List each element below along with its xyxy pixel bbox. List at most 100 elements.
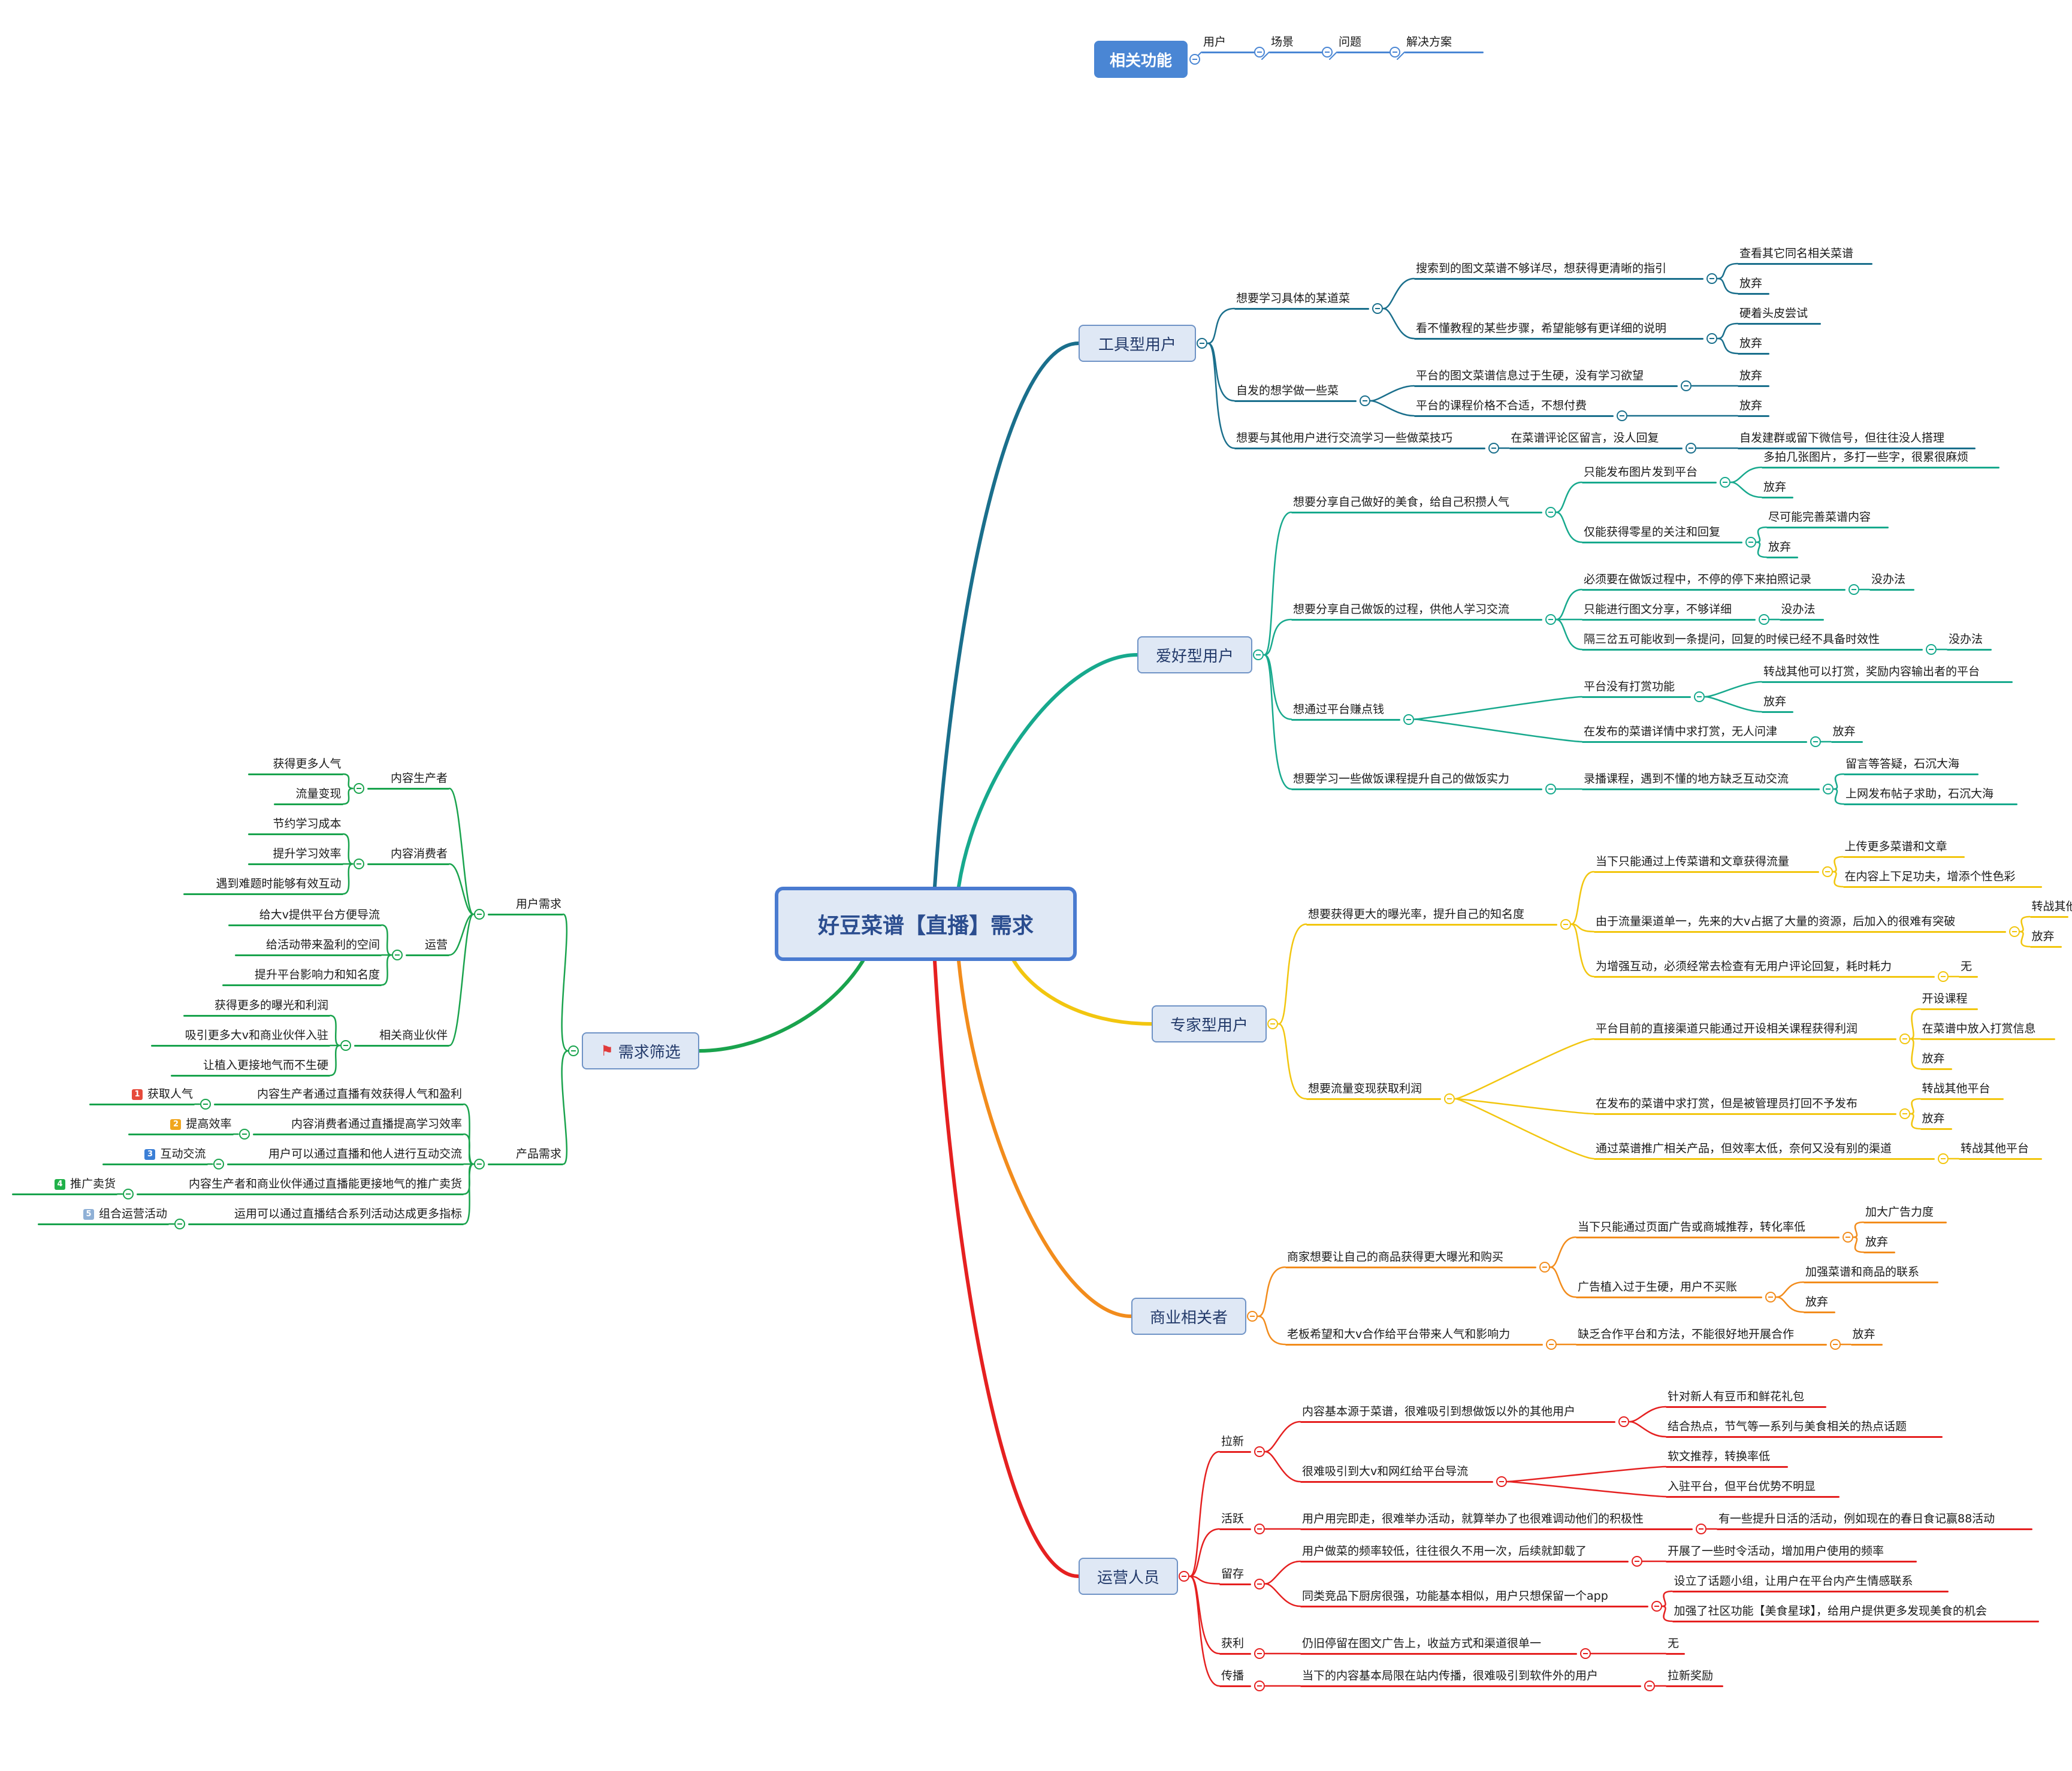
filter-leaf-node[interactable]: 吸引更多大v和商业伙伴入驻: [183, 1030, 330, 1041]
filter-level2-node[interactable]: 运营: [423, 939, 449, 951]
leaf-node[interactable]: 转战其他平台: [1920, 1083, 1992, 1095]
level1-node[interactable]: 自发的想学做一些菜: [1234, 385, 1340, 397]
level2-node[interactable]: 只能进行图文分享，不够详细: [1582, 604, 1733, 615]
related-item[interactable]: 用户: [1201, 37, 1228, 48]
collapse-toggle-icon[interactable]: [1403, 714, 1414, 725]
level2-node[interactable]: 平台的课程价格不合适，不想付费: [1414, 400, 1588, 412]
branch-tool-users[interactable]: 工具型用户: [1079, 325, 1196, 362]
leaf-node[interactable]: 查看其它同名相关菜谱: [1738, 248, 1855, 259]
leaf-node[interactable]: 设立了话题小组，让用户在平台内产生情感联系: [1672, 1576, 1915, 1587]
collapse-toggle-icon[interactable]: [1254, 1446, 1265, 1457]
collapse-toggle-icon[interactable]: [1247, 1311, 1258, 1322]
collapse-toggle-icon[interactable]: [1254, 1578, 1265, 1589]
level2-node[interactable]: 仍旧停留在图文广告上，收益方式和渠道很单一: [1300, 1638, 1543, 1649]
leaf-node[interactable]: 加强菜谱和商品的联系: [1804, 1267, 1921, 1278]
collapse-toggle-icon[interactable]: [1829, 1339, 1841, 1350]
leaf-node[interactable]: 拉新奖励: [1666, 1670, 1715, 1682]
leaf-node[interactable]: 没办法: [1947, 634, 1985, 645]
level2-node[interactable]: 平台没有打赏功能: [1582, 681, 1677, 693]
leaf-node[interactable]: 放弃: [1738, 400, 1764, 412]
collapse-toggle-icon[interactable]: [1322, 47, 1333, 58]
level2-node[interactable]: 缺乏合作平台和方法，不能很好地开展合作: [1576, 1329, 1796, 1340]
level1-node[interactable]: 商家想要让自己的商品获得更大曝光和购买: [1285, 1252, 1505, 1263]
leaf-node[interactable]: 留言等答疑，石沉大海: [1844, 758, 1961, 770]
level2-node[interactable]: 当下的内容基本局限在站内传播，很难吸引到软件外的用户: [1300, 1670, 1600, 1682]
leaf-node[interactable]: 放弃: [1738, 278, 1764, 289]
level1-node[interactable]: 想要学习具体的某道菜: [1234, 293, 1352, 304]
collapse-toggle-icon[interactable]: [1496, 1476, 1507, 1487]
collapse-toggle-icon[interactable]: [1899, 1033, 1910, 1044]
leaf-node[interactable]: 放弃: [1738, 370, 1764, 382]
leaf-node[interactable]: 无: [1666, 1638, 1681, 1649]
collapse-toggle-icon[interactable]: [1618, 1416, 1629, 1427]
collapse-toggle-icon[interactable]: [1179, 1571, 1189, 1582]
branch-hobby-users[interactable]: 爱好型用户: [1137, 636, 1252, 673]
leaf-node[interactable]: 针对新人有豆币和鲜花礼包: [1666, 1391, 1806, 1403]
collapse-toggle-icon[interactable]: [1926, 644, 1937, 655]
collapse-toggle-icon[interactable]: [1539, 1262, 1550, 1273]
branch-business[interactable]: 商业相关者: [1131, 1298, 1246, 1335]
leaf-node[interactable]: 尽可能完善菜谱内容: [1766, 512, 1872, 523]
level2-node[interactable]: 只能发布图片发到平台: [1582, 467, 1699, 478]
filter-leaf-node[interactable]: 获得更多人气: [271, 758, 343, 770]
related-item[interactable]: 问题: [1337, 37, 1363, 48]
collapse-toggle-icon[interactable]: [1706, 273, 1717, 284]
branch-operations[interactable]: 运营人员: [1079, 1558, 1178, 1595]
level2-node[interactable]: 隔三岔五可能收到一条提问，回复的时候已经不具备时效性: [1582, 634, 1881, 645]
level1-node[interactable]: 获利: [1219, 1638, 1246, 1649]
collapse-toggle-icon[interactable]: [1444, 1093, 1455, 1104]
level1-node[interactable]: 想通过平台赚点钱: [1291, 703, 1386, 715]
collapse-toggle-icon[interactable]: [1545, 507, 1556, 518]
collapse-toggle-icon[interactable]: [353, 783, 364, 794]
level2-node[interactable]: 当下只能通过页面广告或商城推荐，转化率低: [1576, 1222, 1807, 1233]
filter-leaf-node[interactable]: 提升平台影响力和知名度: [253, 969, 382, 981]
level1-node[interactable]: 想要与其他用户进行交流学习一些做菜技巧: [1234, 433, 1454, 444]
level1-node[interactable]: 想要学习一些做饭课程提升自己的做饭实力: [1291, 773, 1511, 785]
filter-level1-node[interactable]: 用户需求: [514, 899, 563, 910]
collapse-toggle-icon[interactable]: [1359, 395, 1370, 406]
leaf-node[interactable]: 放弃: [2030, 931, 2056, 942]
leaf-node[interactable]: 无: [1959, 961, 1974, 972]
collapse-toggle-icon[interactable]: [1372, 303, 1383, 314]
collapse-toggle-icon[interactable]: [1545, 1339, 1557, 1350]
level1-node[interactable]: 想要分享自己做饭的过程，供他人学习交流: [1291, 604, 1511, 615]
collapse-toggle-icon[interactable]: [1694, 691, 1705, 702]
collapse-toggle-icon[interactable]: [1579, 1648, 1591, 1659]
leaf-node[interactable]: 入驻平台，但平台优势不明显: [1666, 1481, 1817, 1492]
collapse-toggle-icon[interactable]: [1560, 918, 1571, 930]
collapse-toggle-icon[interactable]: [174, 1219, 185, 1229]
leaf-node[interactable]: 转战其他平台: [1959, 1143, 2031, 1155]
leaf-node[interactable]: 开设课程: [1920, 993, 1970, 1005]
leaf-node[interactable]: 转战其他平台: [2030, 901, 2072, 912]
collapse-toggle-icon[interactable]: [1758, 614, 1769, 625]
level2-node[interactable]: 在发布的菜谱中求打赏，但是被管理员打回不予发布: [1594, 1098, 1859, 1110]
collapse-toggle-icon[interactable]: [1651, 1601, 1662, 1612]
level2-node[interactable]: 由于流量渠道单一，先来的大v占据了大量的资源，后加入的很难有突破: [1594, 916, 1957, 927]
collapse-toggle-icon[interactable]: [2008, 926, 2020, 937]
level2-node[interactable]: 在菜谱评论区留言，没人回复: [1509, 433, 1661, 444]
collapse-toggle-icon[interactable]: [1616, 410, 1627, 421]
level2-node[interactable]: 搜索到的图文菜谱不够详尽，想获得更清晰的指引: [1414, 263, 1668, 274]
level2-node[interactable]: 内容基本源于菜谱，很难吸引到想做饭以外的其他用户: [1300, 1406, 1577, 1418]
level2-node[interactable]: 用户用完即走，很难举办活动，就算举办了也很难调动他们的积极性: [1300, 1513, 1645, 1525]
leaf-node[interactable]: 有一些提升日活的活动，例如现在的春日食记赢88活动: [1717, 1513, 1997, 1525]
collapse-toggle-icon[interactable]: [1545, 614, 1556, 625]
collapse-toggle-icon[interactable]: [1765, 1292, 1776, 1302]
level1-node[interactable]: 老板希望和大v合作给平台带来人气和影响力: [1285, 1329, 1512, 1340]
filter-leaf-node[interactable]: 节约学习成本: [271, 818, 343, 830]
collapse-toggle-icon[interactable]: [1938, 1153, 1949, 1164]
collapse-toggle-icon[interactable]: [1849, 584, 1859, 595]
collapse-toggle-icon[interactable]: [1267, 1019, 1278, 1029]
leaf-node[interactable]: 上网发布帖子求助，石沉大海: [1844, 788, 1995, 800]
collapse-toggle-icon[interactable]: [568, 1045, 579, 1056]
leaf-node[interactable]: 加大广告力度: [1863, 1207, 1935, 1218]
collapse-toggle-icon[interactable]: [340, 1040, 351, 1051]
leaf-node[interactable]: 结合热点，节气等一系列与美食相关的热点话题: [1666, 1421, 1908, 1432]
level2-node[interactable]: 用户做菜的频率较低，往往很久不用一次，后续就卸载了: [1300, 1546, 1588, 1557]
collapse-toggle-icon[interactable]: [1706, 333, 1717, 344]
filter-leaf-node[interactable]: 遇到难题时能够有效互动: [214, 878, 343, 890]
leaf-node[interactable]: 上传更多菜谱和文章: [1843, 841, 1949, 853]
